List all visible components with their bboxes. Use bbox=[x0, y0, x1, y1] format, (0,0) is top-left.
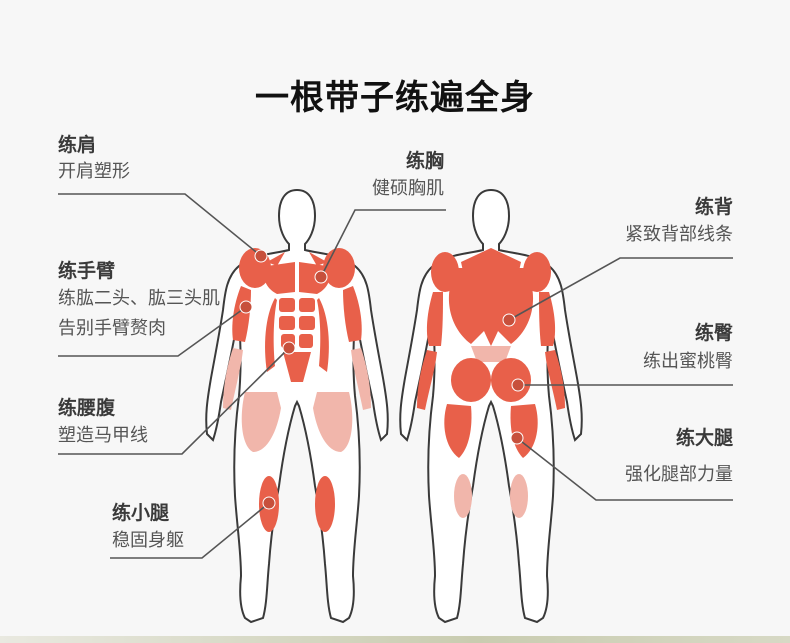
back-hamstring-right bbox=[510, 404, 538, 458]
callout-line-arm bbox=[58, 306, 247, 357]
back-forearm-left bbox=[417, 350, 437, 410]
label-waist-title: 练腰腹 bbox=[58, 397, 116, 419]
label-back-desc: 紧致背部线条 bbox=[625, 224, 733, 245]
front-oblique-left bbox=[265, 298, 277, 372]
front-bicep-right bbox=[343, 286, 362, 342]
back-shoulder-left bbox=[431, 252, 459, 292]
back-body-figure bbox=[399, 189, 583, 623]
back-calf-left bbox=[454, 474, 472, 518]
back-lat-right bbox=[495, 268, 534, 344]
callout-line-shoulder bbox=[58, 193, 262, 257]
label-chest-title: 练胸 bbox=[405, 150, 444, 172]
back-hamstring-left bbox=[444, 404, 472, 458]
back-forearm-right bbox=[545, 350, 565, 410]
front-bicep-left bbox=[232, 286, 251, 342]
front-forearm-left bbox=[223, 348, 243, 410]
label-shoulder-title: 练肩 bbox=[58, 134, 97, 156]
front-thigh-right bbox=[313, 392, 353, 452]
front-forearm-right bbox=[351, 348, 371, 410]
label-arm-desc2: 告别手臂赘肉 bbox=[58, 318, 166, 339]
front-oblique-right bbox=[317, 298, 329, 372]
back-calf-right bbox=[510, 474, 528, 518]
callout-line-back bbox=[508, 257, 733, 321]
back-glute-left bbox=[451, 358, 491, 402]
label-waist-desc: 塑造马甲线 bbox=[58, 425, 148, 446]
label-thigh-desc: 强化腿部力量 bbox=[625, 464, 733, 485]
callout-line-waist bbox=[58, 347, 290, 455]
callout-line-calf bbox=[110, 502, 270, 559]
callout-lines bbox=[58, 193, 733, 559]
callout-dots bbox=[239, 249, 525, 510]
front-calf-right bbox=[315, 476, 335, 532]
dot-shoulder bbox=[254, 249, 268, 263]
back-lower-back bbox=[471, 346, 511, 362]
back-traps bbox=[461, 248, 521, 346]
dot-thigh bbox=[510, 431, 524, 445]
front-thigh-left bbox=[241, 392, 281, 452]
dot-waist bbox=[282, 341, 296, 355]
dot-back bbox=[502, 313, 516, 327]
dot-glute bbox=[511, 378, 525, 392]
back-tricep-left bbox=[426, 292, 443, 346]
label-glute-title: 练臀 bbox=[694, 322, 733, 344]
dot-chest bbox=[314, 270, 328, 284]
front-body-figure bbox=[205, 189, 389, 623]
back-shoulder-right bbox=[523, 252, 551, 292]
label-arm-desc1: 练肱二头、肱三头肌 bbox=[58, 288, 220, 309]
front-abs bbox=[279, 298, 315, 382]
callout-line-thigh bbox=[516, 437, 733, 501]
label-back-title: 练背 bbox=[694, 196, 733, 218]
back-lat-left bbox=[448, 268, 487, 344]
label-calf-desc: 稳固身躯 bbox=[112, 530, 184, 551]
label-chest-desc: 健硕胸肌 bbox=[372, 178, 444, 199]
dot-calf bbox=[262, 496, 276, 510]
label-arm-title: 练手臂 bbox=[58, 260, 116, 282]
label-thigh-title: 练大腿 bbox=[675, 427, 733, 449]
back-glute-right bbox=[491, 358, 531, 402]
front-chest-left bbox=[264, 262, 295, 294]
label-shoulder-desc: 开肩塑形 bbox=[58, 161, 130, 182]
label-calf-title: 练小腿 bbox=[112, 502, 170, 524]
callout-line-chest bbox=[320, 209, 446, 278]
label-glute-desc: 练出蜜桃臀 bbox=[643, 351, 733, 372]
page-title: 一根带子练遍全身 bbox=[255, 78, 535, 118]
dot-arm bbox=[239, 300, 253, 314]
back-tricep-right bbox=[539, 292, 556, 346]
front-chest-right bbox=[299, 262, 330, 294]
bottom-decor-strip bbox=[0, 636, 790, 643]
